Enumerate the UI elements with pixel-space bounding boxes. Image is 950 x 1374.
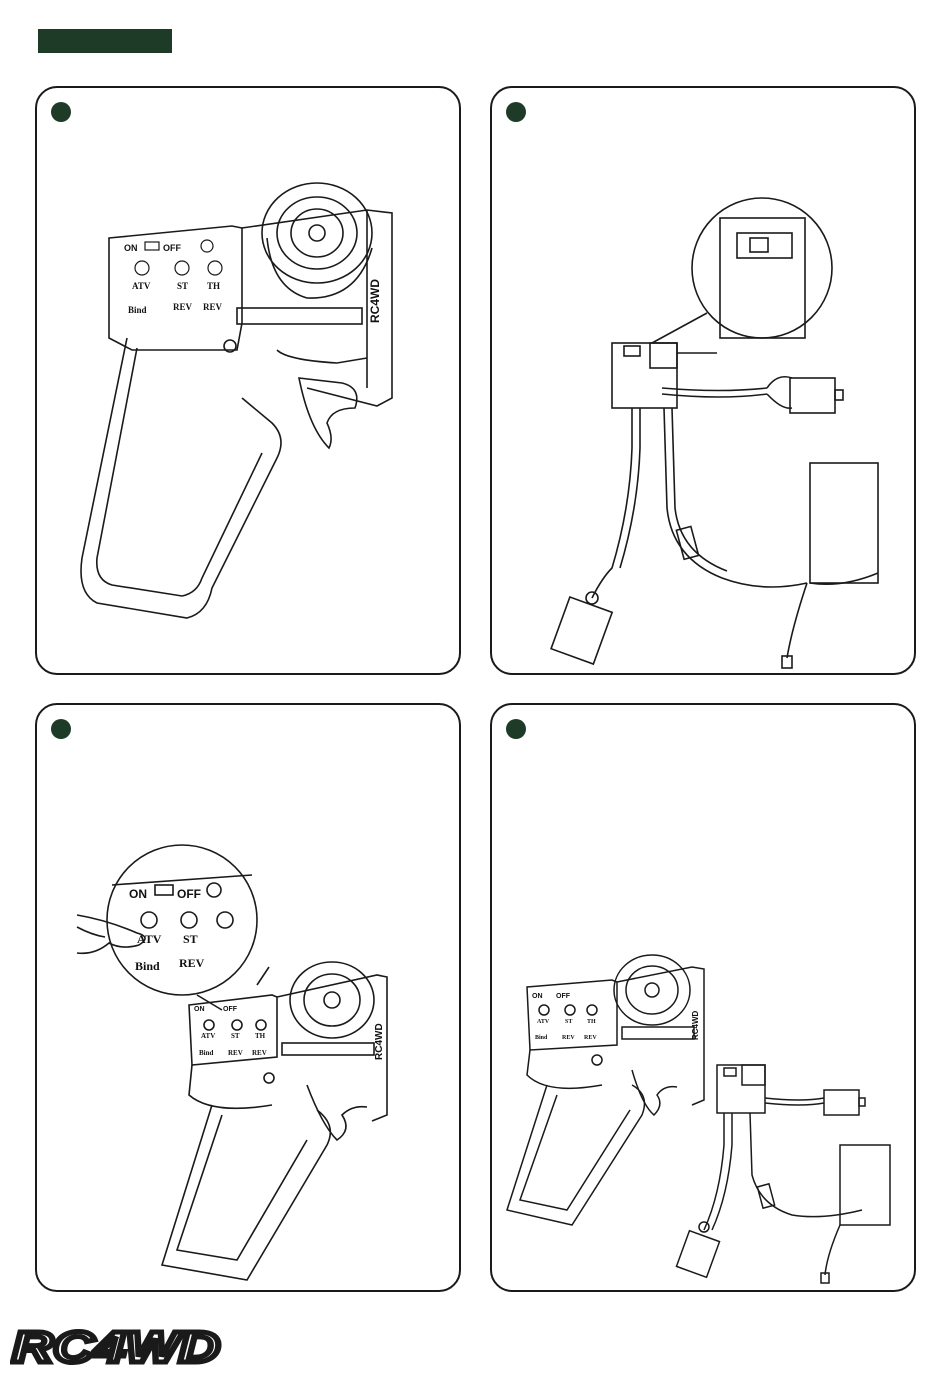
small-bind-label: Bind (199, 1049, 214, 1057)
st-rev-label: REV (562, 1035, 575, 1041)
th-label: TH (207, 281, 220, 291)
footer-logo-text: RC4WD (12, 1326, 220, 1368)
small-st-label: ST (231, 1032, 240, 1040)
brand-label: RC4WD (374, 1023, 385, 1060)
bind-button-illustration: ON OFF ATV Bind ST REV ON OFF ATV Bind S… (37, 705, 461, 1292)
bind-label: Bind (535, 1035, 548, 1041)
bind-label: Bind (128, 305, 147, 315)
st-label: ST (565, 1019, 572, 1025)
power-on-label: ON (532, 993, 543, 1000)
step-3-panel: ON OFF ATV Bind ST REV ON OFF ATV Bind S… (35, 703, 461, 1292)
step-2-panel (490, 86, 916, 675)
power-off-label: OFF (556, 993, 571, 1000)
th-label: TH (587, 1019, 596, 1025)
section-header-bar (38, 29, 172, 53)
small-th-rev-label: REV (252, 1049, 267, 1057)
power-on-label: ON (124, 243, 138, 253)
atv-label: ATV (132, 281, 151, 291)
small-power-off-label: OFF (223, 1006, 238, 1013)
brand-label: RC4WD (691, 1010, 700, 1040)
small-st-rev-label: REV (228, 1049, 243, 1057)
zoom-st-label: ST (183, 932, 198, 946)
power-off-label: OFF (163, 243, 181, 253)
transmitter-illustration: ON OFF ATV Bind ST REV TH REV RC4WD (37, 88, 461, 675)
small-atv-label: ATV (201, 1032, 215, 1040)
rc4wd-logo: RC4WD (10, 1326, 225, 1368)
atv-label: ATV (537, 1019, 550, 1025)
zoom-atv-label: ATV (137, 932, 162, 946)
st-rev-label: REV (173, 302, 193, 312)
step-4-panel: ON OFF ATV Bind ST REV TH REV RC4WD (490, 703, 916, 1292)
zoom-bind-label: Bind (135, 959, 160, 973)
step-1-panel: ON OFF ATV Bind ST REV TH REV RC4WD (35, 86, 461, 675)
th-rev-label: REV (584, 1035, 597, 1041)
zoom-st-rev-label: REV (179, 956, 205, 970)
st-label: ST (177, 281, 188, 291)
zoom-power-off-label: OFF (177, 887, 201, 901)
transmitter-receiver-illustration: ON OFF ATV Bind ST REV TH REV RC4WD (492, 705, 916, 1292)
small-th-label: TH (255, 1032, 266, 1040)
zoom-power-on-label: ON (129, 887, 147, 901)
th-rev-label: REV (203, 302, 223, 312)
brand-label: RC4WD (368, 279, 382, 323)
receiver-wiring-illustration (492, 88, 916, 675)
small-power-on-label: ON (194, 1006, 205, 1013)
